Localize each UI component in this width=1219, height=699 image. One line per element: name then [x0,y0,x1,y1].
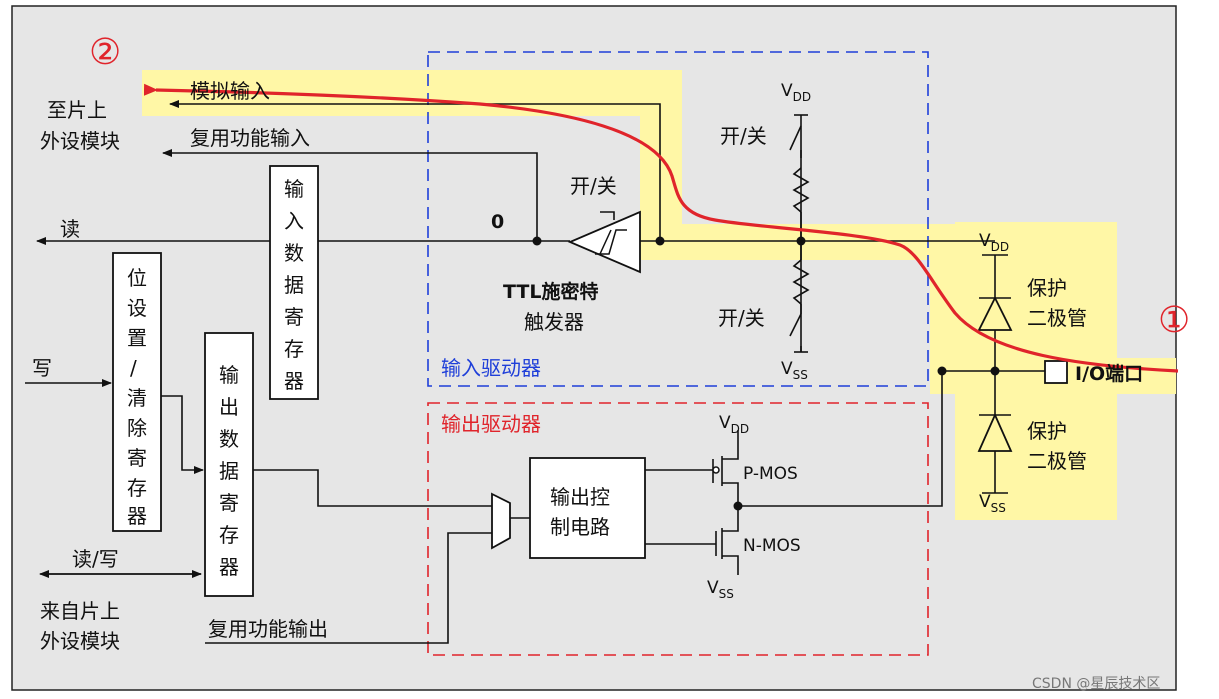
to-module-label-2: 外设模块 [40,129,120,153]
alt-input-label: 复用功能输入 [190,126,310,150]
svg-text:存: 存 [127,476,147,500]
p-mos-transistor [712,456,723,486]
lower-diode-label-2: 二极管 [1027,449,1087,473]
svg-text:据: 据 [219,459,239,483]
svg-text:VSS: VSS [979,492,1006,515]
marker-port: ① [1158,300,1190,341]
pull-down-switch [789,313,802,337]
lower-protection-diode [977,412,1013,452]
pulldown-switch-label: 开/关 [718,306,765,330]
svg-text:设: 设 [127,296,147,320]
pull-up-resistor [792,167,810,213]
ttl-label-1: TTL施密特 [503,280,598,303]
nmos-label: N-MOS [743,536,801,556]
bit-set-clear-register-label: 位 设 置 / 清 除 寄 存 器 [127,266,147,528]
svg-text:VDD: VDD [979,231,1009,254]
svg-text:/: / [130,356,137,380]
svg-text:出: 出 [219,395,239,419]
vss-label-pulldown: VSS [781,359,808,382]
pullup-switch-label: 开/关 [720,124,767,148]
svg-text:器: 器 [284,369,304,393]
pmos-label: P-MOS [743,464,798,484]
svg-text:除: 除 [127,416,147,440]
output-mux [491,492,511,550]
svg-text:寄: 寄 [219,491,239,515]
output-data-register-label: 输 出 数 据 寄 存 器 [219,363,239,579]
input-driver-box [427,51,929,387]
svg-text:VDD: VDD [781,81,811,104]
svg-text:VDD: VDD [719,413,749,436]
io-pad [1044,360,1068,384]
vdd-label-pmos: VDD [719,413,749,436]
upper-diode-label-1: 保护 [1027,276,1067,300]
svg-text:存: 存 [219,523,239,547]
analog-input-label: 模拟输入 [190,79,270,103]
svg-text:数: 数 [284,241,304,265]
vss-label-nmos: VSS [707,578,734,601]
upper-diode-label-2: 二极管 [1027,306,1087,330]
output-control-label-2: 制电路 [550,515,610,539]
zero-label: 0 [491,211,504,233]
schmitt-trigger [567,210,641,274]
vdd-label-diode: VDD [979,231,1009,254]
output-driver-label: 输出驱动器 [441,412,541,436]
svg-text:器: 器 [219,555,239,579]
n-mos-transistor [715,528,723,559]
to-module-label-1: 至片上 [47,98,107,122]
pull-down-resistor [792,259,810,305]
vss-label-diode: VSS [979,492,1006,515]
from-module-label-2: 外设模块 [40,629,120,653]
svg-text:VSS: VSS [781,359,808,382]
watermark: CSDN @星辰技术区 [1032,676,1160,692]
svg-text:寄: 寄 [127,446,147,470]
analog-path-highlight [142,70,1176,520]
junction-dots [532,236,1000,511]
from-module-label-1: 来自片上 [40,599,120,623]
lower-diode-label-1: 保护 [1027,419,1067,443]
analog-signal-path [143,83,1179,373]
svg-text:器: 器 [127,504,147,528]
upper-protection-diode [977,295,1013,331]
svg-text:输: 输 [219,363,239,387]
svg-text:据: 据 [284,273,304,297]
io-port-label: I/O端口 [1075,362,1143,385]
svg-text:入: 入 [284,209,304,233]
input-driver-label: 输入驱动器 [441,356,541,380]
input-data-register [269,165,319,400]
output-driver-box [427,402,929,656]
svg-text:置: 置 [127,326,147,350]
pull-up-switch [789,125,802,151]
schmitt-switch-label: 开/关 [570,174,617,198]
svg-text:VSS: VSS [707,578,734,601]
svg-text:输: 输 [284,177,304,201]
marker-module: ② [89,32,121,73]
output-data-register [204,332,254,597]
input-data-register-label: 输 入 数 据 寄 存 器 [284,177,304,393]
svg-text:寄: 寄 [284,305,304,329]
alt-output-label: 复用功能输出 [208,617,328,641]
svg-text:数: 数 [219,427,239,451]
svg-text:位: 位 [127,266,147,290]
read-label: 读 [60,217,80,241]
output-control-circuit [529,457,646,559]
svg-text:清: 清 [127,386,147,410]
write-label: 写 [32,356,52,380]
read-write-label: 读/写 [72,547,119,571]
output-control-label-1: 输出控 [550,485,610,509]
vdd-label-pullup: VDD [781,81,811,104]
svg-text:存: 存 [284,337,304,361]
ttl-label-2: 触发器 [524,310,584,334]
bit-set-clear-register [112,252,162,532]
